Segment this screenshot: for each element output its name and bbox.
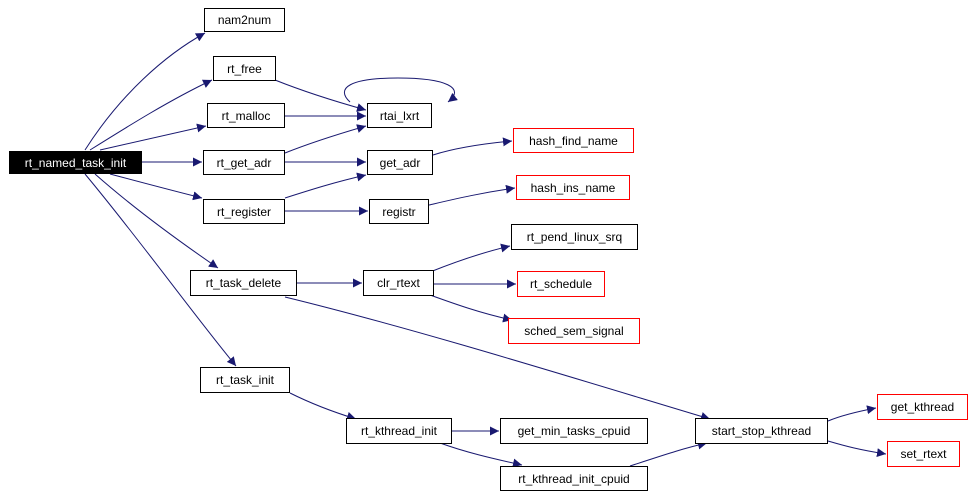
edge-clr-rtext-sched-sem [429, 294, 513, 323]
node-rt-task-delete[interactable]: rt_task_delete [190, 270, 297, 296]
node-get-min-tasks-cpuid[interactable]: get_min_tasks_cpuid [500, 418, 648, 444]
node-hash-find-name[interactable]: hash_find_name [513, 128, 634, 153]
edge-root-rt-free [89, 79, 213, 151]
edge-start-stop-get-kthread [827, 405, 877, 422]
edge-rt-task-init-rt-kthread-init [289, 392, 357, 421]
edge-rt-free-rtai-lxrt [274, 79, 367, 112]
node-rt-free[interactable]: rt_free [213, 56, 276, 81]
node-rt-kthread-init[interactable]: rt_kthread_init [346, 418, 452, 444]
edge-rt-register-get-adr [284, 172, 367, 199]
node-set-rtext[interactable]: set_rtext [887, 441, 960, 467]
node-rt-named-task-init[interactable]: rt_named_task_init [9, 151, 142, 174]
node-get-kthread[interactable]: get_kthread [877, 394, 968, 420]
node-rtai-lxrt[interactable]: rtai_lxrt [367, 103, 432, 128]
node-nam2num[interactable]: nam2num [204, 8, 285, 32]
node-rt-pend-linux-srq[interactable]: rt_pend_linux_srq [511, 224, 638, 250]
node-rt-schedule[interactable]: rt_schedule [517, 271, 605, 297]
node-start-stop-kthread[interactable]: start_stop_kthread [695, 418, 828, 444]
edge-root-rt-register [109, 173, 203, 201]
edge-root-rt-malloc [99, 123, 207, 151]
edge-clr-rtext-rt-pend [429, 243, 511, 273]
edge-get-adr-hash-find-name [432, 137, 513, 156]
node-hash-ins-name[interactable]: hash_ins_name [516, 175, 630, 200]
edge-cpuid-start-stop [629, 440, 708, 467]
node-rt-get-adr[interactable]: rt_get_adr [203, 150, 285, 175]
edge-root-rt-task-delete [94, 173, 219, 269]
node-registr[interactable]: registr [369, 199, 429, 224]
node-rt-register[interactable]: rt_register [203, 199, 285, 224]
node-sched-sem-signal[interactable]: sched_sem_signal [508, 318, 640, 344]
edge-rt-get-adr-rtai-lxrt [284, 124, 367, 154]
edge-rt-task-delete-start-stop [284, 296, 711, 421]
edge-rtai-lxrt-self [344, 77, 458, 103]
edge-registr-hash-ins-name [428, 184, 516, 206]
node-rt-malloc[interactable]: rt_malloc [207, 103, 285, 128]
node-clr-rtext[interactable]: clr_rtext [363, 270, 434, 296]
edge-rt-kthread-init-cpuid [439, 442, 523, 468]
edge-root-rt-task-init [84, 173, 237, 367]
edge-root-nam2num [84, 32, 206, 151]
edge-start-stop-set-rtext [827, 440, 887, 458]
node-get-adr[interactable]: get_adr [367, 150, 433, 175]
node-rt-kthread-init-cpuid[interactable]: rt_kthread_init_cpuid [500, 466, 648, 491]
node-rt-task-init[interactable]: rt_task_init [200, 367, 290, 393]
